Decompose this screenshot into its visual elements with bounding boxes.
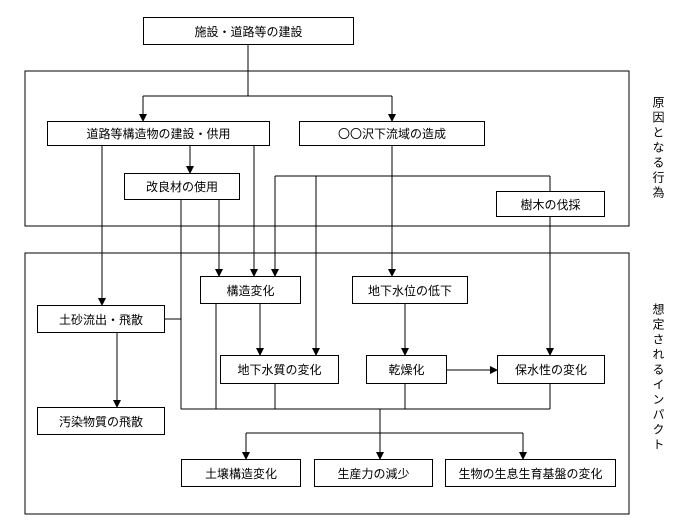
impacts-frame — [24, 252, 630, 515]
node-tree-felling: 樹木の伐採 — [496, 191, 605, 217]
node-structural-change: 構造変化 — [200, 276, 301, 304]
node-improvement-material: 改良材の使用 — [124, 173, 240, 200]
node-construction: 施設・道路等の建設 — [143, 17, 354, 45]
node-soil-structure: 土壌構造変化 — [181, 459, 301, 487]
node-water-retention: 保水性の変化 — [497, 355, 605, 384]
node-habitat-change: 生物の生息生育基盤の変化 — [445, 459, 616, 487]
node-valley-creation: 〇〇沢下流域の造成 — [299, 121, 485, 146]
node-groundwater-drop: 地下水位の低下 — [352, 276, 468, 304]
node-road-structures: 道路等構造物の建設・供用 — [47, 121, 270, 146]
node-sediment-runoff: 土砂流出・飛散 — [37, 305, 165, 333]
causes-label: 原因となる行為 — [651, 96, 665, 201]
causes-frame — [24, 70, 630, 227]
node-groundwater-quality: 地下水質の変化 — [220, 355, 339, 384]
node-drying: 乾燥化 — [366, 355, 447, 384]
node-pollutant-scatter: 汚染物質の飛散 — [37, 407, 165, 435]
impacts-label: 想定されるインパクト — [651, 303, 665, 453]
node-productivity-drop: 生産力の減少 — [314, 459, 433, 487]
